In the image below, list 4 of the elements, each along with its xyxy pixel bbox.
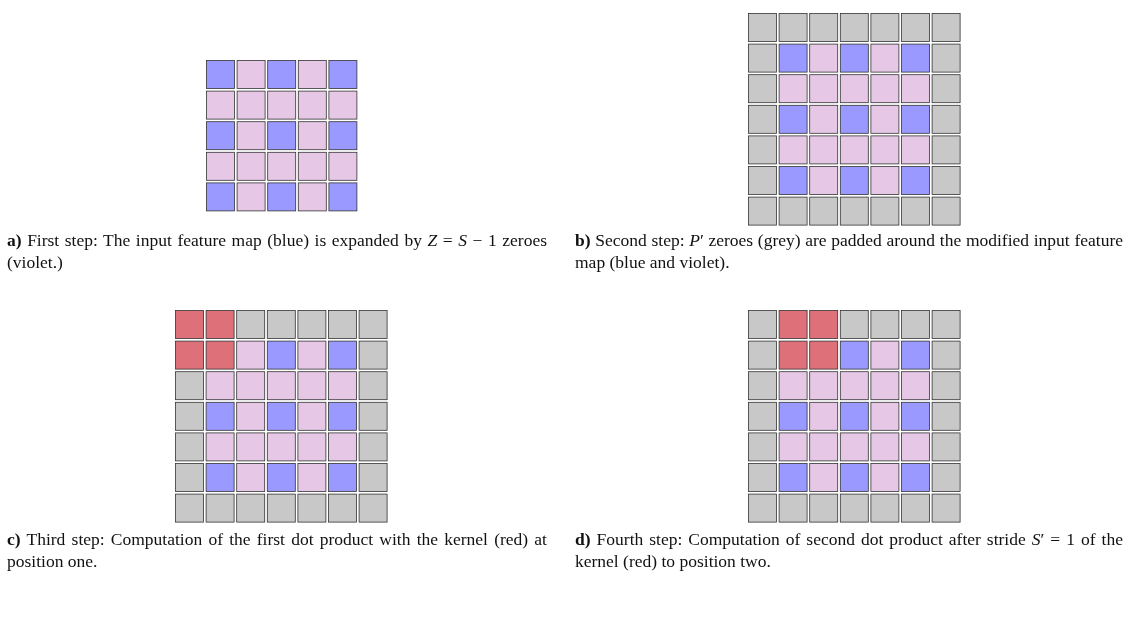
- caption-text: b) Second step: P′ zeroes (grey) are padded around the modified input feature map (blue and violet).: [575, 229, 1123, 273]
- caption-text: c) Third step: Computation of the first dot product with the kernel (red) at position one.: [7, 528, 547, 572]
- caption-text: d) Fourth step: Computation of second dot product after stride S′ = 1 of the kernel (red) to position two.: [575, 528, 1123, 572]
- caption-text: a) First step: The input feature map (blue) is expanded by Z = S − 1 zeroes (violet.): [7, 229, 547, 273]
